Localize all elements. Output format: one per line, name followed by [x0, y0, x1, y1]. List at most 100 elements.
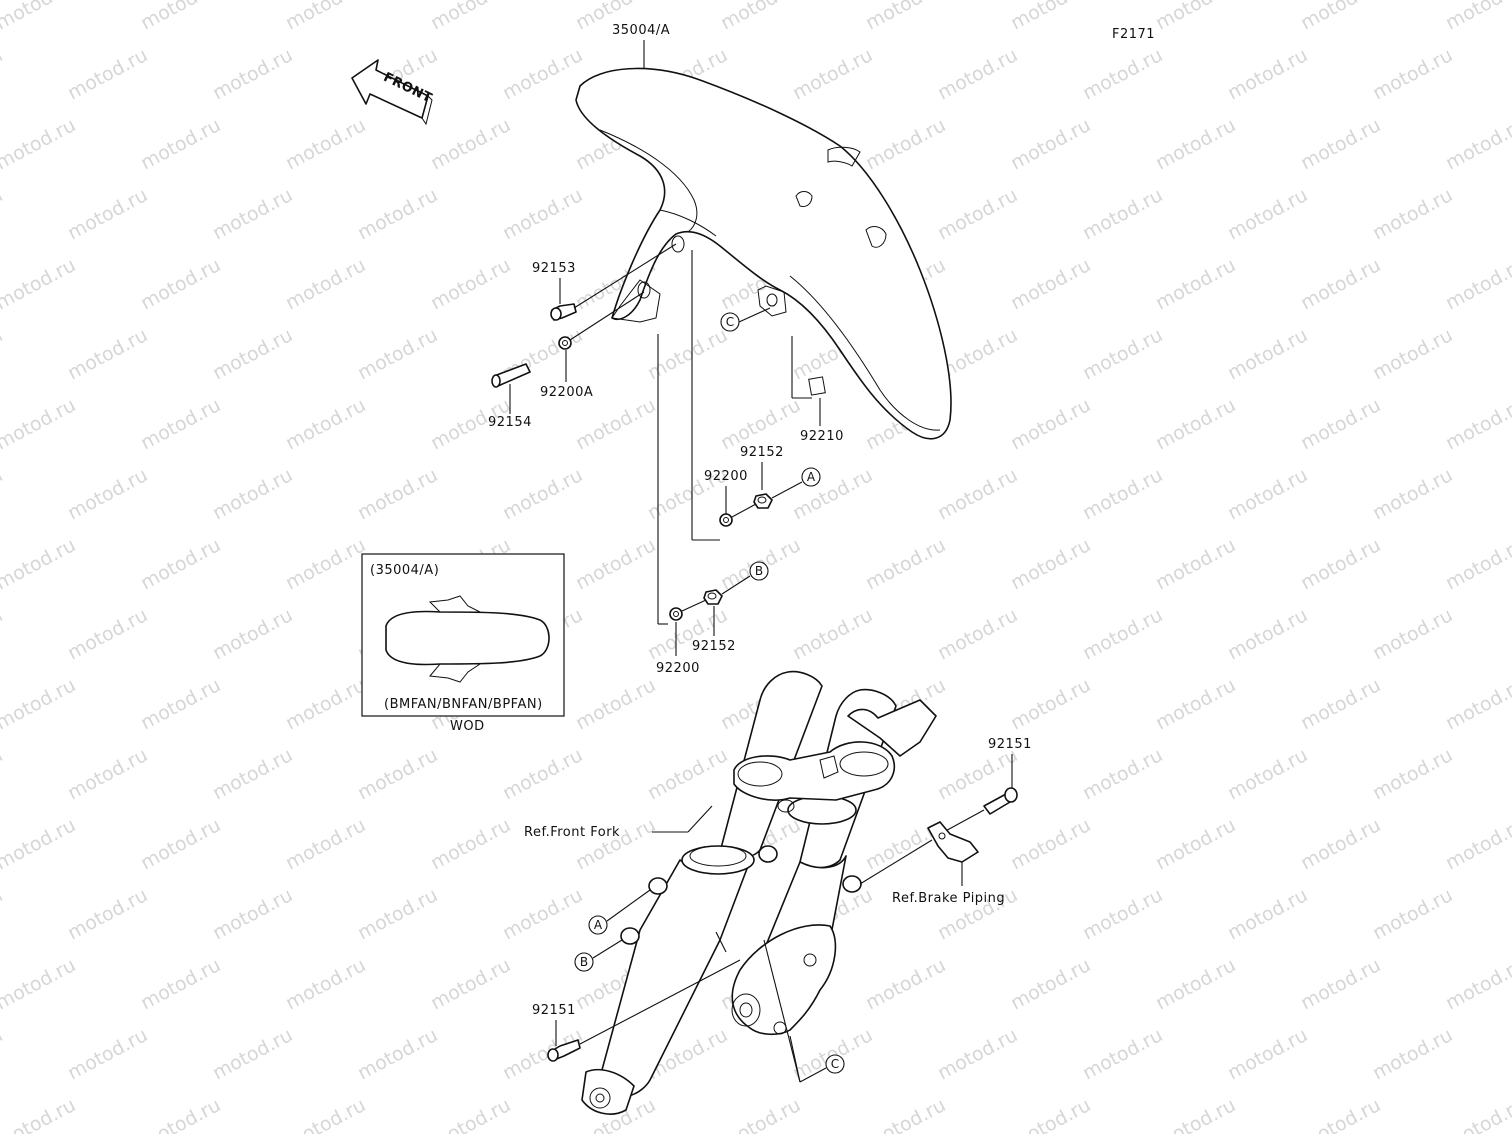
watermark-text: motod.ru: [572, 814, 659, 874]
watermark-text: motod.ru: [1079, 884, 1166, 944]
watermark-text: motod.ru: [1079, 44, 1166, 104]
watermark-text: motod.ru: [0, 0, 79, 34]
watermark-text: motod.ru: [1442, 394, 1512, 454]
label-92151-brake: 92151: [988, 737, 1032, 752]
watermark-text: motod.ru: [64, 184, 151, 244]
watermark-text: motod.ru: [282, 394, 369, 454]
callout-b-fork: [574, 952, 594, 972]
watermark-text: motod.ru: [862, 1094, 949, 1134]
watermark-text: motod.ru: [0, 184, 6, 244]
callout-a-top: [801, 467, 821, 487]
watermark-text: motod.ru: [282, 0, 369, 34]
watermark-text: motod.ru: [572, 674, 659, 734]
watermark-text: motod.ru: [572, 534, 659, 594]
watermark-text: motod.ru: [1297, 0, 1384, 34]
watermark-text: motod.ru: [1079, 184, 1166, 244]
callout-a-fork: [588, 915, 608, 935]
watermark-text: motod.ru: [1297, 254, 1384, 314]
watermark-text: motod.ru: [499, 184, 586, 244]
watermark-text: motod.ru: [137, 674, 224, 734]
watermark-text: motod.ru: [354, 464, 441, 524]
watermark-text: motod.ru: [137, 114, 224, 174]
watermark-text: motod.ru: [499, 884, 586, 944]
watermark-text: motod.ru: [1079, 744, 1166, 804]
watermark-text: motod.ru: [0, 604, 6, 664]
watermark-text: motod.ru: [1442, 534, 1512, 594]
watermark-text: motod.ru: [862, 534, 949, 594]
watermark-text: motod.ru: [64, 44, 151, 104]
label-92200a: 92200A: [540, 385, 593, 400]
watermark-text: motod.ru: [137, 394, 224, 454]
watermark-text: motod.ru: [137, 0, 224, 34]
watermark-text: motod.ru: [1369, 884, 1456, 944]
svg-text:B: B: [755, 564, 763, 578]
watermark-text: motod.ru: [0, 954, 79, 1014]
watermark-text: motod.ru: [0, 254, 79, 314]
bolt-92151-fork: [547, 1039, 581, 1062]
watermark-text: motod.ru: [0, 674, 79, 734]
label-92151-fork: 92151: [532, 1003, 576, 1018]
label-92200-a: 92200: [704, 469, 748, 484]
watermark-text: motod.ru: [1152, 674, 1239, 734]
watermark-text: motod.ru: [137, 1094, 224, 1134]
watermark-text: motod.ru: [427, 954, 514, 1014]
watermark-text: motod.ru: [0, 1094, 79, 1134]
watermark-text: motod.ru: [1442, 1094, 1512, 1134]
watermark-text: motod.ru: [1152, 814, 1239, 874]
watermark-text: motod.ru: [862, 0, 949, 34]
watermark-text: motod.ru: [282, 534, 369, 594]
watermark-text: motod.ru: [1007, 254, 1094, 314]
label-92153: 92153: [532, 261, 576, 276]
watermark-text: motod.ru: [1369, 184, 1456, 244]
watermark-text: motod.ru: [64, 604, 151, 664]
watermark-text: motod.ru: [1224, 744, 1311, 804]
watermark-text: motod.ru: [209, 324, 296, 384]
watermark-text: motod.ru: [934, 44, 1021, 104]
watermark-text: motod.ru: [1297, 114, 1384, 174]
watermark-text: motod.ru: [209, 1024, 296, 1084]
watermark-text: motod.ru: [209, 44, 296, 104]
washer-92200-b: [669, 607, 683, 621]
watermark-text: motod.ru: [1224, 884, 1311, 944]
svg-text:C: C: [831, 1057, 839, 1071]
watermark-text: motod.ru: [209, 884, 296, 944]
watermark-text: motod.ru: [0, 394, 79, 454]
watermark-text: motod.ru: [1079, 604, 1166, 664]
watermark-text: motod.ru: [137, 534, 224, 594]
watermark-text: motod.ru: [934, 1024, 1021, 1084]
watermark-text: motod.ru: [1369, 464, 1456, 524]
watermark-text: motod.ru: [1442, 254, 1512, 314]
watermark-text: motod.ru: [1297, 534, 1384, 594]
watermark-text: motod.ru: [644, 324, 731, 384]
watermark-text: motod.ru: [1224, 44, 1311, 104]
watermark-text: motod.ru: [64, 1024, 151, 1084]
watermark-text: motod.ru: [137, 254, 224, 314]
watermark-text: motod.ru: [282, 1094, 369, 1134]
inset-title: (35004/A): [370, 563, 439, 578]
watermark-text: motod.ru: [1297, 1094, 1384, 1134]
inset-fender: [385, 610, 550, 666]
watermark-text: motod.ru: [1079, 1024, 1166, 1084]
watermark-text: motod.ru: [1369, 324, 1456, 384]
watermark-text: motod.ru: [1152, 534, 1239, 594]
watermark-text: motod.ru: [1007, 0, 1094, 34]
watermark-text: motod.ru: [0, 884, 6, 944]
watermark-text: motod.ru: [282, 954, 369, 1014]
watermark-text: motod.ru: [354, 884, 441, 944]
watermark-text: motod.ru: [499, 744, 586, 804]
watermark-text: motod.ru: [934, 604, 1021, 664]
watermark-text: motod.ru: [427, 814, 514, 874]
watermark-text: motod.ru: [282, 674, 369, 734]
watermark-text: motod.ru: [0, 534, 79, 594]
watermark-text: motod.ru: [1007, 1094, 1094, 1134]
watermark-text: motod.ru: [1442, 0, 1512, 34]
watermark-text: motod.ru: [0, 814, 79, 874]
watermark-text: motod.ru: [1224, 324, 1311, 384]
watermark-text: motod.ru: [499, 1024, 586, 1084]
watermark-text: motod.ru: [644, 604, 731, 664]
bolt-92153: [550, 303, 577, 321]
watermark-text: motod.ru: [934, 184, 1021, 244]
watermark-text: motod.ru: [1369, 744, 1456, 804]
watermark-text: motod.ru: [1152, 1094, 1239, 1134]
